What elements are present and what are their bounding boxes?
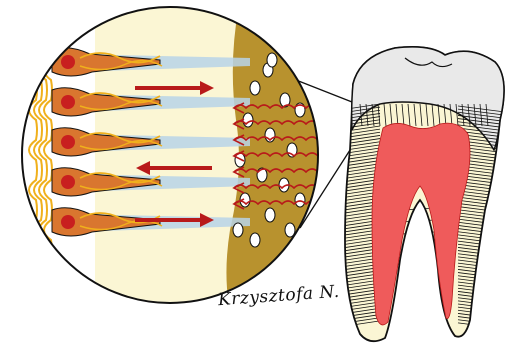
cell-nucleus [61,55,75,69]
tubule-hatch [402,280,434,282]
magnified-view [22,0,330,320]
cell-nucleus [61,215,75,229]
tubule-hatch [402,244,434,246]
pore [250,233,260,247]
pore [265,208,275,222]
tubule-hatch [402,304,434,306]
pore [233,223,243,237]
tubule-hatch [402,256,434,258]
cell-nucleus [61,135,75,149]
cell-nucleus [61,95,75,109]
pore [267,53,277,67]
pore [243,113,253,127]
dentin-zone [95,0,245,320]
tubule-hatch [402,268,434,270]
tubule-hatch [402,316,434,318]
pore [295,193,305,207]
pore [250,81,260,95]
tubule-hatch [402,292,434,294]
cell-nucleus [61,175,75,189]
tooth [340,47,505,341]
